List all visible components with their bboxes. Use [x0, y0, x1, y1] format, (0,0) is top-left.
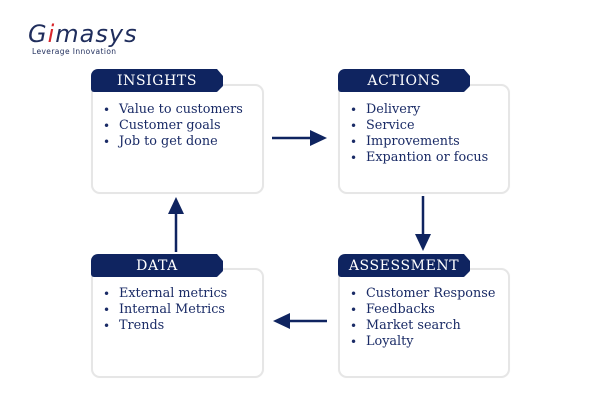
bullet-icon: •	[350, 287, 358, 301]
bullet-icon: •	[103, 303, 111, 317]
insights-list: • Value to customers • Customer goals • Job t…	[103, 102, 243, 150]
arrow-actions-to-assessment	[415, 196, 431, 251]
assessment-list: • Customer Response • Feedbacks • Market sear…	[350, 286, 495, 350]
list-item-text: Loyalty	[366, 334, 414, 349]
list-item: • Trends	[103, 318, 227, 334]
bullet-icon: •	[103, 319, 111, 333]
data-header: DATA	[91, 254, 223, 277]
bullet-icon: •	[103, 119, 111, 133]
list-item: • Service	[350, 118, 488, 134]
list-item-text: Internal Metrics	[119, 302, 225, 317]
list-item: • Internal Metrics	[103, 302, 227, 318]
actions-card: • Delivery • Service • Improvements • Expantion…	[338, 84, 510, 194]
logo-text-accent: i	[47, 20, 56, 48]
arrow-insights-to-actions	[272, 130, 327, 146]
arrow-down-head	[415, 234, 431, 251]
bullet-icon: •	[103, 135, 111, 149]
logo-text-start: G	[28, 20, 48, 48]
assessment-title: ASSESSMENT	[348, 257, 460, 274]
arrow-right-head	[310, 130, 327, 146]
list-item: • Improvements	[350, 134, 488, 150]
list-item: • Feedbacks	[350, 302, 495, 318]
arrow-left-head	[273, 313, 290, 329]
arrow-up-head	[168, 197, 184, 214]
actions-header: ACTIONS	[338, 69, 470, 92]
bullet-icon: •	[350, 303, 358, 317]
arrow-data-to-insights	[168, 197, 184, 252]
list-item-text: Feedbacks	[366, 302, 435, 317]
bullet-icon: •	[350, 119, 358, 133]
list-item-text: Trends	[119, 318, 165, 333]
insights-title: INSIGHTS	[116, 72, 198, 89]
list-item: • Job to get done	[103, 134, 243, 150]
list-item: • External metrics	[103, 286, 227, 302]
arrow-assessment-to-data	[273, 313, 327, 329]
actions-list: • Delivery • Service • Improvements • Expantion…	[350, 102, 488, 166]
insights-header: INSIGHTS	[91, 69, 223, 92]
bullet-icon: •	[350, 135, 358, 149]
list-item-text: Improvements	[366, 134, 460, 149]
list-item-text: Market search	[366, 318, 461, 333]
bullet-icon: •	[103, 103, 111, 117]
logo-tagline: Leverage Innovation	[32, 47, 117, 56]
list-item: • Loyalty	[350, 334, 495, 350]
bullet-icon: •	[103, 287, 111, 301]
list-item-text: Service	[366, 118, 415, 133]
bullet-icon: •	[350, 103, 358, 117]
bullet-icon: •	[350, 151, 358, 165]
gimasys-logo: Gimasys Leverage Innovation	[28, 20, 148, 60]
assessment-card: • Customer Response • Feedbacks • Market sear…	[338, 268, 510, 378]
list-item-text: Customer Response	[366, 286, 496, 301]
list-item: • Customer Response	[350, 286, 495, 302]
list-item-text: External metrics	[119, 286, 228, 301]
logo-text-end: masys	[55, 20, 138, 48]
list-item: • Expantion or focus	[350, 150, 488, 166]
data-card: • External metrics • Internal Metrics • Trend…	[91, 268, 264, 378]
data-title: DATA	[136, 257, 178, 274]
list-item: • Delivery	[350, 102, 488, 118]
list-item: • Customer goals	[103, 118, 243, 134]
bullet-icon: •	[350, 319, 358, 333]
list-item-text: Job to get done	[119, 134, 218, 149]
list-item: • Value to customers	[103, 102, 243, 118]
logo-wordmark: Gimasys	[28, 20, 138, 48]
data-list: • External metrics • Internal Metrics • Trend…	[103, 286, 227, 334]
insights-card: • Value to customers • Customer goals • Job t…	[91, 84, 264, 194]
assessment-header: ASSESSMENT	[338, 254, 470, 277]
list-item-text: Expantion or focus	[366, 150, 489, 165]
list-item: • Market search	[350, 318, 495, 334]
list-item-text: Value to customers	[119, 102, 243, 117]
actions-title: ACTIONS	[367, 72, 441, 89]
list-item-text: Delivery	[366, 102, 421, 117]
list-item-text: Customer goals	[119, 118, 221, 133]
bullet-icon: •	[350, 335, 358, 349]
